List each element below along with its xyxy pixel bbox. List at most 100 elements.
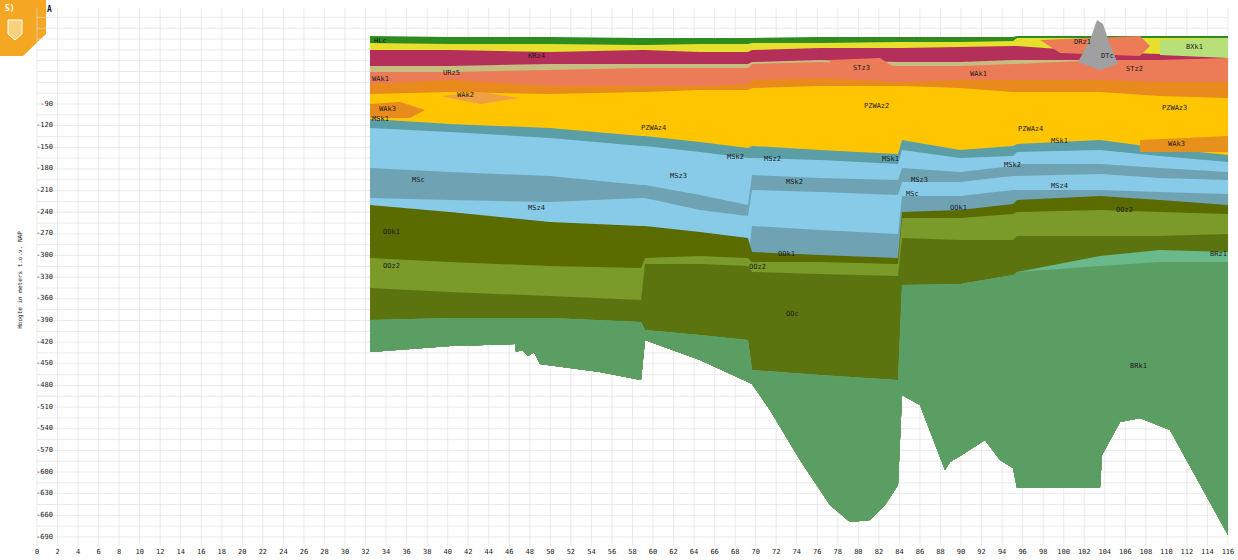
stratum [370, 210, 1228, 535]
axis-tick-label: 48 [526, 549, 534, 556]
axis-tick-label: 68 [731, 549, 739, 556]
panel-letter: A [47, 6, 52, 14]
unit-label: BRk1 [1130, 363, 1147, 370]
axis-tick-label: 88 [936, 549, 944, 556]
axis-tick-label: 8 [117, 549, 121, 556]
grid-line [37, 526, 1228, 527]
unit-label: OOk1 [950, 205, 967, 212]
axis-tick-label: -570 [0, 447, 53, 454]
axis-tick-label: 104 [1098, 549, 1111, 556]
axis-tick-label: -450 [0, 360, 53, 367]
axis-tick-label: 62 [669, 549, 677, 556]
unit-label: MSz4 [528, 205, 545, 212]
stratum [370, 119, 1228, 535]
unit-label: PZWAz2 [864, 103, 889, 110]
unit-label: WAk3 [1168, 141, 1185, 148]
unit-label: PZWAz4 [641, 125, 666, 132]
axis-tick-label: -150 [0, 144, 53, 151]
unit-label: MSk2 [1004, 162, 1021, 169]
axis-tick-label: -510 [0, 404, 53, 411]
grid-line [37, 504, 1228, 505]
unit-label: MSk2 [786, 179, 803, 186]
axis-tick-label: 50 [546, 549, 554, 556]
axis-tick-label: -120 [0, 122, 53, 129]
axis-tick-label: 110 [1160, 549, 1173, 556]
axis-tick-label: 106 [1119, 549, 1132, 556]
axis-tick-label: -390 [0, 317, 53, 324]
axis-tick-label: 2 [55, 549, 59, 556]
axis-tick-label: 66 [710, 549, 718, 556]
stratum [370, 38, 1228, 535]
axis-tick-label: 16 [197, 549, 205, 556]
unit-label: PZWAz4 [1018, 126, 1043, 133]
axis-tick-label: -600 [0, 469, 53, 476]
stratum [370, 164, 1228, 535]
grid [37, 8, 1228, 546]
stratum [370, 262, 1228, 535]
axis-tick-label: 40 [443, 549, 451, 556]
stratum [370, 190, 1228, 535]
axis-tick-label: 10 [135, 549, 143, 556]
axis-tick-label: 114 [1201, 549, 1214, 556]
axis-tick-label: 22 [259, 549, 267, 556]
axis-tick-label: -480 [0, 382, 53, 389]
axis-tick-label: 34 [382, 549, 390, 556]
lens-body [1160, 38, 1228, 58]
stratum [370, 196, 1228, 535]
axis-tick-label: -690 [0, 534, 53, 541]
axis-tick-label: 20 [238, 549, 246, 556]
unit-label: OOz2 [383, 263, 400, 270]
unit-label: OOk1 [383, 229, 400, 236]
stratum [370, 174, 1228, 535]
unit-label: WAk2 [457, 92, 474, 99]
stratum [370, 128, 1228, 535]
axis-tick-label: -210 [0, 187, 53, 194]
axis-tick-label: 18 [218, 549, 226, 556]
stratum [370, 60, 1228, 535]
axis-tick-label: 38 [423, 549, 431, 556]
axis-tick-label: 14 [177, 549, 185, 556]
unit-label: WAk1 [970, 71, 987, 78]
lens-body [440, 92, 520, 104]
axis-tick-label: 12 [156, 549, 164, 556]
axis-tick-label: 96 [1018, 549, 1026, 556]
stratum [370, 58, 1228, 535]
logo-icon [8, 20, 22, 40]
axis-tick-label: -330 [0, 274, 53, 281]
axis-tick-label: 46 [505, 549, 513, 556]
axis-tick-label: 42 [464, 549, 472, 556]
unit-label: MSk2 [727, 154, 744, 161]
axis-tick-label: 98 [1039, 549, 1047, 556]
unit-label: URz5 [443, 70, 460, 77]
unit-label: KRz4 [528, 53, 545, 60]
unit-label: OOz2 [749, 264, 766, 271]
axis-tick-label: 90 [957, 549, 965, 556]
axis-tick-label: 54 [587, 549, 595, 556]
stratum [370, 250, 1228, 535]
unit-label: DRz1 [1074, 39, 1091, 46]
axis-tick-label: 24 [279, 549, 287, 556]
unit-label: STz2 [1126, 66, 1143, 73]
axis-tick-label: 64 [690, 549, 698, 556]
axis-tick-label: 28 [320, 549, 328, 556]
axis-tick-label: 0 [35, 549, 39, 556]
stratum [370, 46, 1228, 535]
axis-tick-label: 86 [916, 549, 924, 556]
axis-tick-label: 84 [895, 549, 903, 556]
axis-tick-label: 58 [628, 549, 636, 556]
lens-body [1140, 136, 1228, 152]
unit-label: MSz3 [670, 173, 687, 180]
axis-tick-label: -300 [0, 252, 53, 259]
axis-tick-label: 44 [485, 549, 493, 556]
grid-line [37, 515, 1228, 516]
unit-label: HLc [374, 38, 387, 45]
grid-line [37, 17, 1228, 18]
axis-tick-label: 30 [341, 549, 349, 556]
unit-label: MSz4 [1051, 183, 1068, 190]
axis-tick-label: 78 [834, 549, 842, 556]
unit-label: WAk3 [379, 106, 396, 113]
axis-tick-label: 102 [1078, 549, 1091, 556]
axis-tick-label: 52 [567, 549, 575, 556]
axis-tick-label: 70 [751, 549, 759, 556]
axis-tick-label: 116 [1222, 549, 1235, 556]
